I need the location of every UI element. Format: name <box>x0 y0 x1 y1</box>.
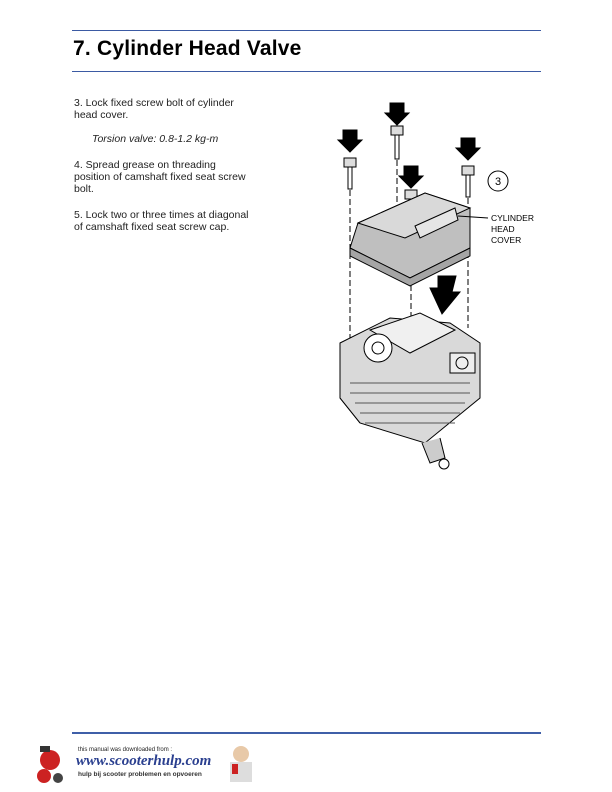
down-arrow-icon <box>397 165 425 189</box>
large-down-arrow-icon <box>429 275 462 315</box>
callout-number: 3 <box>495 176 501 188</box>
footer-tagline: hulp bij scooter problemen en opvoeren <box>78 771 202 778</box>
instruction-steps: 3. Lock fixed screw bolt of cylinder hea… <box>74 97 254 247</box>
footer-downloaded-text: this manual was downloaded from : <box>78 747 173 753</box>
head-cover <box>349 192 472 287</box>
leader-line <box>457 215 489 219</box>
label-line-2: HEAD <box>491 224 515 234</box>
mechanic-portrait-icon <box>230 746 252 782</box>
page-title: 7. Cylinder Head Valve <box>73 37 302 60</box>
label-line-3: COVER <box>491 235 521 245</box>
header-rule-bottom <box>72 71 541 72</box>
down-arrow-icon <box>336 129 364 153</box>
step-4: 4. Spread grease on threading position o… <box>74 159 246 195</box>
footer-logo-area <box>37 746 252 783</box>
label-line-1: CYLINDER <box>491 213 534 223</box>
step-5: 5. Lock two or three times at diagonal o… <box>74 209 249 233</box>
engine-block <box>339 312 481 470</box>
cylinder-head-cover-diagram: 3 CYLINDER HEAD COVER <box>336 102 534 470</box>
header-rule-top <box>72 30 541 31</box>
bolt-icon <box>461 165 475 198</box>
step-3: 3. Lock fixed screw bolt of cylinder hea… <box>74 97 234 121</box>
footer-site-link[interactable]: www.scooterhulp.com <box>76 753 212 769</box>
down-arrow-icon <box>454 137 482 161</box>
callout-circle <box>487 170 509 192</box>
footer-rule <box>72 732 541 734</box>
torsion-spec: Torsion valve: 0.8-1.2 kg-m <box>92 133 219 145</box>
bolt-icon <box>390 125 404 160</box>
bolt-icon <box>343 157 357 190</box>
scooter-mascot-icon <box>37 746 63 783</box>
down-arrow-icon <box>383 102 411 126</box>
